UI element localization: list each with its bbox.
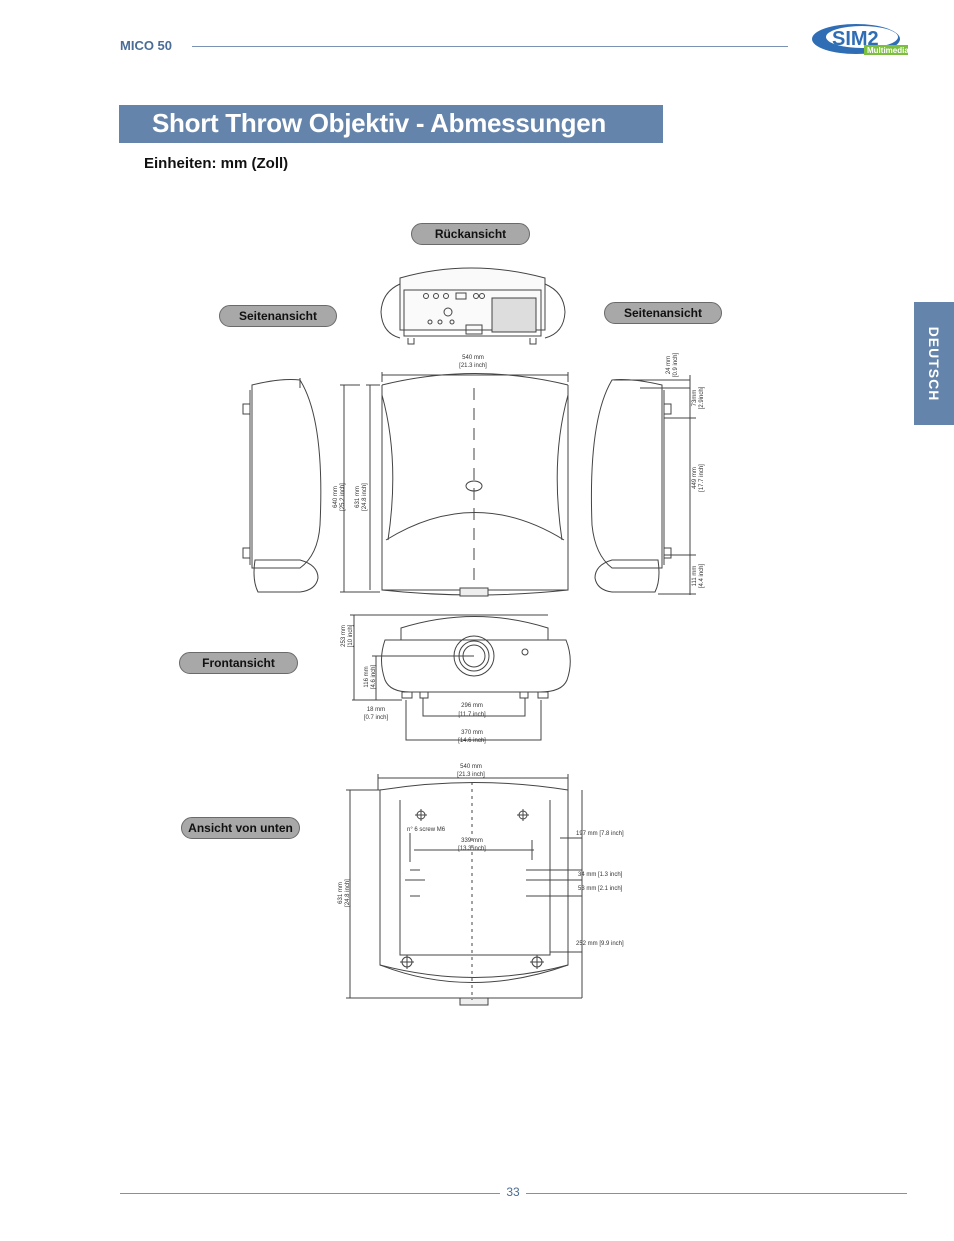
back-view-label: Rückansicht bbox=[411, 223, 530, 245]
dim-bottom-197: 197 mm [7.8 inch] bbox=[576, 831, 624, 837]
dim-side-depth-inch: [25.2 inch] bbox=[340, 483, 346, 511]
footer-divider-left bbox=[120, 1193, 500, 1194]
right-side-view-drawing bbox=[590, 375, 696, 595]
dim-top-width: 540 mm bbox=[462, 355, 484, 361]
header-divider bbox=[192, 46, 788, 47]
units-label: Einheiten: mm (Zoll) bbox=[144, 155, 289, 172]
logo-wordmark: SIM2 bbox=[832, 28, 879, 50]
dim-bottom-53: 53 mm [2.1 inch] bbox=[578, 886, 623, 892]
top-view-drawing bbox=[340, 372, 569, 597]
back-view-drawing bbox=[380, 267, 566, 345]
dim-top-width-inch: [21.3 inch] bbox=[459, 363, 487, 369]
dim-bottom-339: 339 mm bbox=[461, 838, 483, 844]
footer-divider-right bbox=[526, 1193, 907, 1194]
page-title: Short Throw Objektiv - Abmessungen bbox=[152, 108, 606, 138]
dim-bottom-339-inch: [13.3 inch] bbox=[458, 846, 486, 852]
bottom-view-drawing bbox=[346, 774, 583, 1006]
dim-front-18-inch: [0.7 inch] bbox=[364, 715, 389, 721]
front-view-label: Frontansicht bbox=[179, 652, 298, 674]
dim-side-depth: 640 mm bbox=[333, 486, 339, 508]
dim-front-370: 370 mm bbox=[461, 730, 483, 736]
dim-right-73-inch: [2.9inch] bbox=[699, 386, 705, 409]
screw-note: n° 6 screw M6 bbox=[407, 827, 446, 833]
dim-top-depth-inch: [24.8 inch] bbox=[362, 483, 368, 511]
logo-subtitle: Multimedia bbox=[867, 46, 909, 55]
dim-bottom-depth-inch: [24.8 inch] bbox=[345, 879, 351, 907]
dim-bottom-width-inch: [21.3 inch] bbox=[457, 772, 485, 778]
left-side-view-drawing bbox=[242, 378, 322, 593]
dim-right-24: 24 mm bbox=[666, 356, 672, 374]
dim-right-111: 111 mm bbox=[692, 566, 698, 587]
dim-front-296-inch: [11.7 inch] bbox=[458, 712, 486, 718]
dim-front-253: 253 mm bbox=[341, 625, 347, 647]
dim-front-296: 296 mm bbox=[461, 703, 483, 709]
title-bar bbox=[119, 105, 663, 143]
dim-bottom-34: 34 mm [1.3 inch] bbox=[578, 872, 623, 878]
dim-right-24-inch: [0.9 inch] bbox=[673, 352, 679, 377]
dim-right-111-inch: [4.4 inch] bbox=[699, 563, 705, 588]
sim2-logo: SIM2 Multimedia bbox=[812, 24, 909, 55]
dim-bottom-depth: 631 mm bbox=[338, 882, 344, 904]
dim-front-18: 18 mm bbox=[367, 707, 385, 713]
dim-front-253-inch: [10 inch] bbox=[348, 624, 354, 647]
dim-front-116: 116 mm bbox=[364, 666, 370, 687]
dim-bottom-252: 252 mm [9.9 inch] bbox=[576, 941, 624, 947]
dim-bottom-width: 540 mm bbox=[460, 764, 482, 770]
dim-right-449: 449 mm bbox=[692, 467, 698, 489]
left-side-view-label: Seitenansicht bbox=[219, 305, 337, 327]
right-side-view-label: Seitenansicht bbox=[604, 302, 722, 324]
bottom-view-label: Ansicht von unten bbox=[181, 817, 300, 839]
dim-top-depth: 631 mm bbox=[355, 486, 361, 508]
dim-front-370-inch: [14.6 inch] bbox=[458, 738, 486, 744]
front-view-drawing bbox=[350, 614, 571, 741]
language-tab: DEUTSCH bbox=[914, 302, 954, 425]
dim-right-449-inch: [17.7 inch] bbox=[699, 464, 705, 492]
page-number: 33 bbox=[506, 1185, 520, 1199]
dim-right-73: 73mm bbox=[692, 390, 698, 407]
header-product-name: MICO 50 bbox=[120, 38, 173, 53]
dim-front-116-inch: [4.6 inch] bbox=[371, 664, 377, 689]
